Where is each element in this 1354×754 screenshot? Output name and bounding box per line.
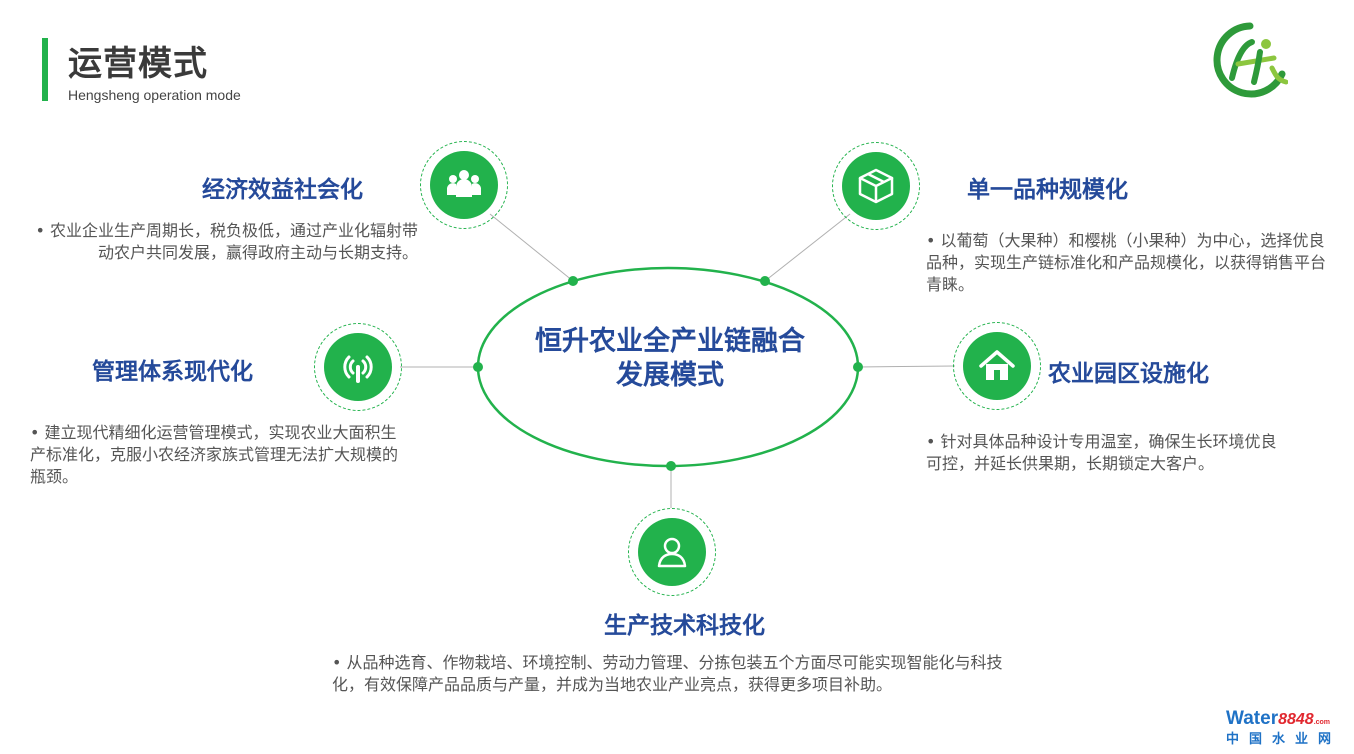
node-technology (628, 508, 716, 596)
page-title: 运营模式 (68, 44, 208, 84)
desc-management: • 建立现代精细化运营管理模式，实现农业大面积生产标准化，克服小农经济家族式管理… (30, 423, 399, 486)
desc-technology: • 从品种选育、作物栽培、环境控制、劳动力管理、分拣包装五个方面尽可能实现智能化… (332, 653, 1003, 694)
center-label-line2: 发展模式 (616, 360, 724, 391)
watermark-brand: Water (1226, 708, 1279, 729)
watermark-brand-line: Water8848.com (1226, 708, 1346, 730)
connector-line-top-left (489, 213, 574, 282)
title-accent-bar (42, 38, 48, 101)
watermark-number: 8848 (1278, 711, 1314, 728)
heading-management: 管理体系现代化 (92, 359, 253, 385)
company-logo (1213, 22, 1288, 98)
heading-economic-benefit: 经济效益社会化 (202, 177, 363, 203)
node-facilities (953, 322, 1041, 410)
people-group-icon (447, 170, 481, 197)
heading-facilities: 农业园区设施化 (1048, 361, 1209, 387)
desc-facilities: • 针对具体品种设计专用温室，确保生长环境优良可控，并延长供果期，长期锁定大客户… (926, 432, 1277, 473)
watermark-cn: 中国水业网 (1226, 732, 1342, 747)
watermark-domain: .com (1313, 719, 1331, 726)
person-icon (657, 537, 687, 568)
connector-line-top-right (764, 213, 851, 282)
signal-icon (343, 355, 373, 383)
center-label: 恒升农业全产业链融合 发展模式 (510, 325, 830, 393)
watermark: Water8848.com 中国水业网 (1226, 708, 1346, 747)
node-economic-benefit (420, 141, 508, 229)
node-single-variety (832, 142, 920, 230)
connector-line-right (857, 365, 956, 368)
page-subtitle: Hengsheng operation mode (68, 87, 241, 103)
house-icon (979, 350, 1015, 380)
connector-dot (568, 276, 578, 286)
box-icon (858, 168, 894, 204)
connector-dot (666, 461, 676, 471)
heading-single-variety: 单一品种规模化 (967, 177, 1128, 203)
connector-dot (853, 362, 863, 372)
desc-single-variety: • 以葡萄（大果种）和樱桃（小果种）为中心，选择优良品种，实现生产链标准化和产品… (926, 231, 1327, 294)
node-management (314, 323, 402, 411)
desc-economic-benefit: • 农业企业生产周期长，税负极低，通过产业化辐射带动农户共同发展，赢得政府主动与… (35, 221, 418, 262)
connector-dot (760, 276, 770, 286)
heading-technology: 生产技术科技化 (604, 613, 765, 639)
center-label-line1: 恒升农业全产业链融合 (535, 326, 805, 357)
connector-dot (473, 362, 483, 372)
